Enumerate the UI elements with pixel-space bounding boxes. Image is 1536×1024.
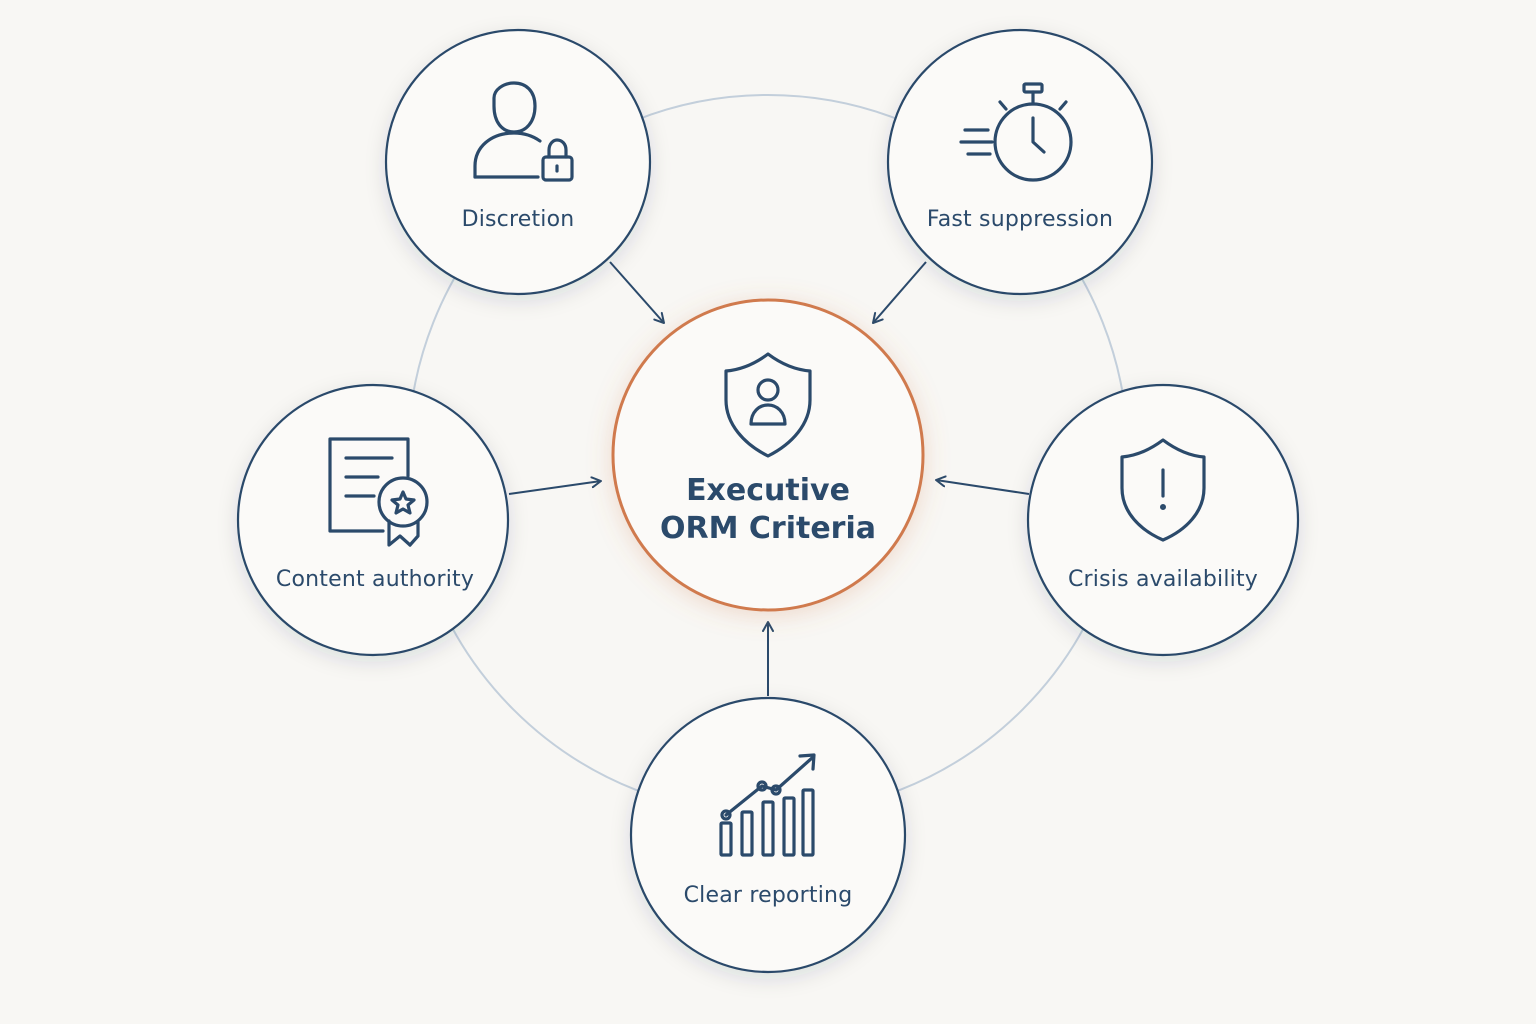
- node-clear-reporting: Clear reporting: [629, 696, 907, 974]
- arrows: [508, 261, 1030, 696]
- arrow-crisis-availability: [935, 475, 1030, 495]
- arrow-fast-suppression: [872, 261, 927, 324]
- arrow-discretion: [609, 261, 665, 324]
- node-circle: [629, 696, 907, 974]
- certificate-icon: [328, 437, 429, 547]
- user-lock-icon: [473, 81, 574, 182]
- stopwatch-icon: [959, 82, 1073, 182]
- node-circle: [1026, 383, 1300, 657]
- node-circle: [236, 383, 510, 657]
- node-label-fast-suppression: Fast suppression: [927, 207, 1113, 232]
- node-content-authority: Content authority: [236, 383, 510, 657]
- node-label-content-authority: Content authority: [276, 567, 474, 592]
- arrow-content-authority: [508, 476, 602, 495]
- center-node: Executive ORM Criteria: [611, 298, 925, 612]
- node-circle: [384, 28, 652, 296]
- node-label-discretion: Discretion: [462, 207, 575, 232]
- node-circle: [886, 28, 1154, 296]
- center-title-line1: Executive: [686, 473, 850, 508]
- shield-person-icon: [724, 352, 812, 458]
- shield-alert-icon: [1120, 438, 1206, 542]
- growth-chart-icon: [719, 753, 816, 857]
- node-crisis-availability: Crisis availability: [1026, 383, 1300, 657]
- node-label-crisis-availability: Crisis availability: [1068, 567, 1258, 592]
- node-fast-suppression: Fast suppression: [886, 28, 1154, 296]
- node-label-clear-reporting: Clear reporting: [684, 883, 853, 908]
- center-title-line2: ORM Criteria: [660, 511, 876, 546]
- node-discretion: Discretion: [384, 28, 652, 296]
